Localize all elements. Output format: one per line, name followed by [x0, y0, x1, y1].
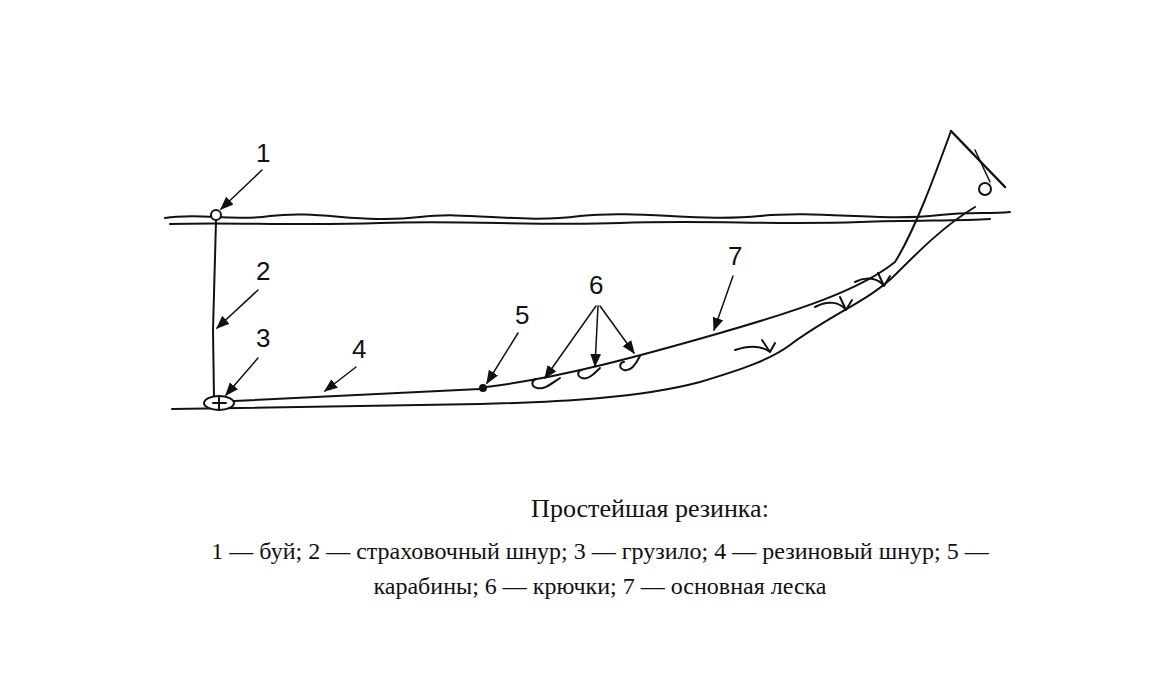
- reel: [979, 183, 991, 195]
- leader-line: [226, 358, 258, 395]
- leader-line: [487, 333, 518, 383]
- leader-line: [600, 306, 634, 353]
- water-surface: [170, 219, 990, 224]
- carabiner: [480, 385, 486, 391]
- rubber-cord: [234, 389, 480, 401]
- grass: [855, 273, 890, 286]
- callout-number: 4: [352, 336, 366, 362]
- weight: [213, 397, 226, 409]
- fishing-rod: [975, 150, 990, 182]
- callout-number: 6: [589, 272, 603, 298]
- leader-line: [595, 306, 598, 366]
- weight: [204, 396, 234, 410]
- leader-line: [325, 367, 356, 391]
- callout-number: 5: [515, 302, 529, 328]
- buoy: [211, 210, 221, 220]
- hook: [620, 356, 640, 370]
- hook: [578, 368, 600, 378]
- hook: [532, 378, 560, 388]
- grass: [815, 297, 852, 310]
- caption: Простейшая резинка:: [400, 494, 900, 524]
- fishing-rod: [951, 131, 1005, 187]
- safety-cord: [213, 221, 216, 398]
- water-surface: [165, 212, 1010, 219]
- main-line: [486, 131, 951, 387]
- caption-key: 1 — буй; 2 — страховочный шнур; 3 — груз…: [180, 534, 1020, 604]
- grass: [735, 340, 775, 352]
- leader-line: [545, 306, 596, 378]
- leader-line: [217, 290, 258, 328]
- bottom-line: [172, 207, 975, 409]
- callout-number: 3: [256, 325, 270, 351]
- leader-line: [221, 170, 262, 209]
- callout-number: 2: [256, 258, 270, 284]
- callout-number: 1: [256, 140, 270, 166]
- leader-line: [714, 276, 733, 330]
- callout-number: 7: [728, 243, 742, 269]
